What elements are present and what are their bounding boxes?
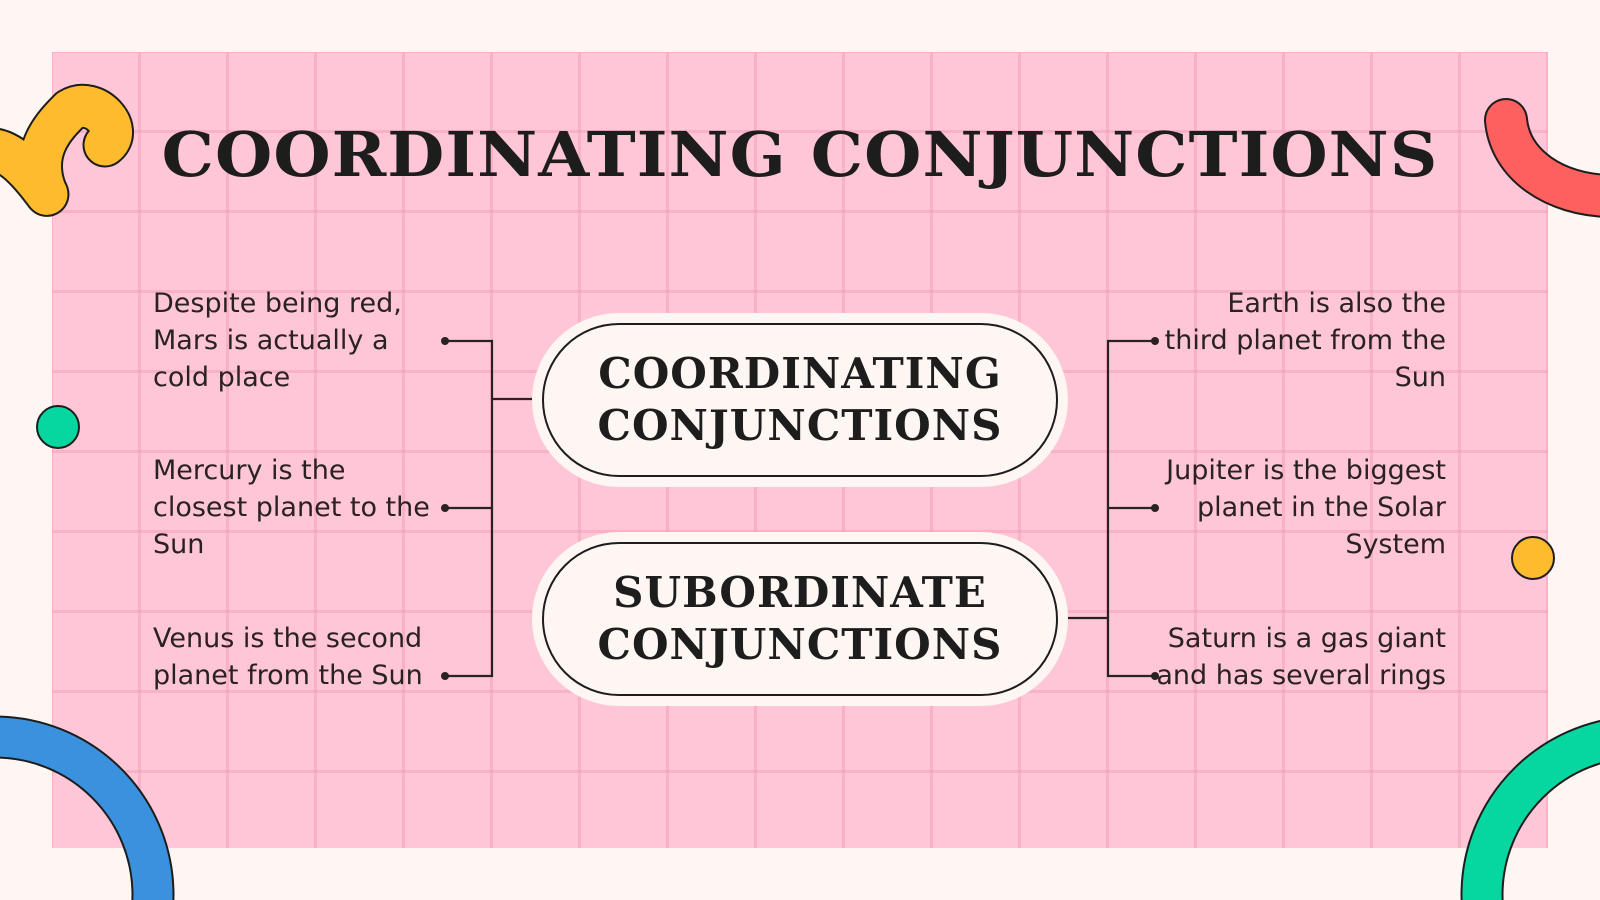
right-item-saturn: Saturn is a gas giant and has several ri… xyxy=(1156,623,1446,691)
right-item-earth: Earth is also the third planet from the … xyxy=(1164,288,1446,393)
coordinating-conjunctions-node: COORDINATING CONJUNCTIONS xyxy=(542,323,1058,477)
page-title: COORDINATING CONJUNCTIONS xyxy=(161,118,1439,191)
node-label-line2: CONJUNCTIONS xyxy=(597,620,1003,669)
left-item-mercury: Mercury is the closest planet to the Sun xyxy=(153,455,430,560)
node-label-line1: COORDINATING xyxy=(598,349,1002,398)
subordinate-conjunctions-node: SUBORDINATE CONJUNCTIONS xyxy=(542,542,1058,696)
node-label-line1: SUBORDINATE xyxy=(613,568,987,617)
left-item-venus: Venus is the second planet from the Sun xyxy=(153,623,423,691)
right-item-jupiter: Jupiter is the biggest planet in the Sol… xyxy=(1166,455,1446,560)
node-label-line2: CONJUNCTIONS xyxy=(597,401,1003,450)
left-item-mars: Despite being red, Mars is actually a co… xyxy=(153,288,402,393)
